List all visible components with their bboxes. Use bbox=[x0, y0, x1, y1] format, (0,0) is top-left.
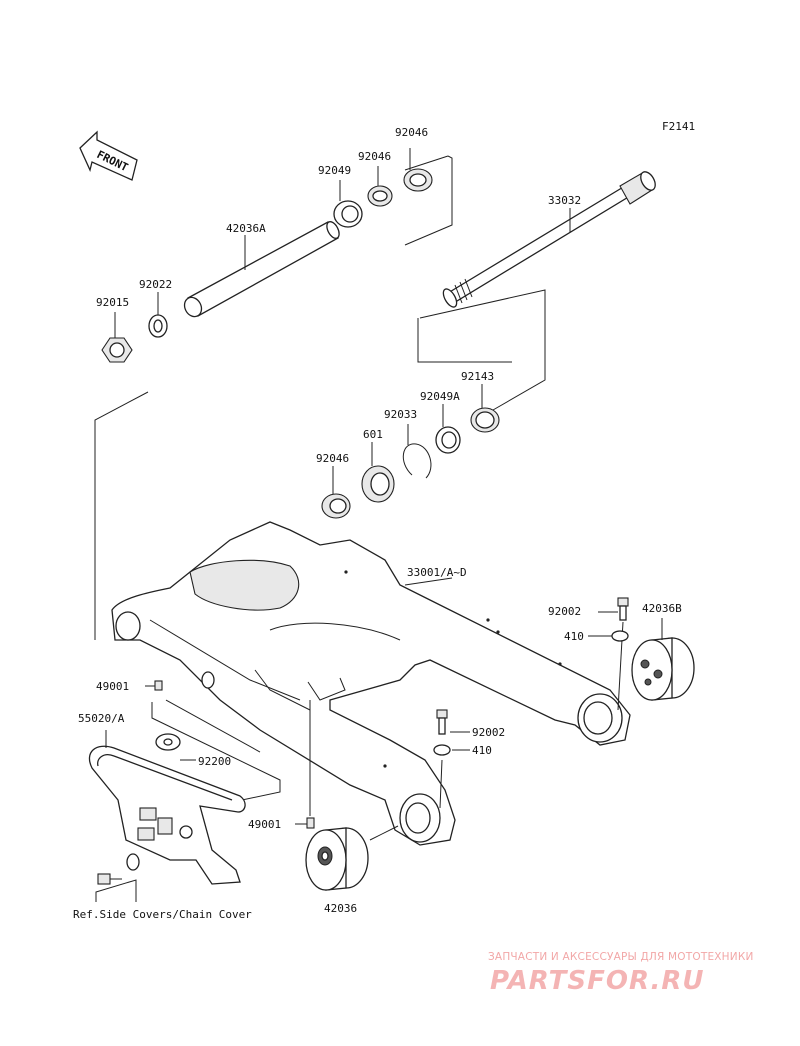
oil-seal-92049A bbox=[435, 404, 461, 454]
lower-shaft-bracket bbox=[417, 289, 546, 411]
pivot-shaft-33032 bbox=[442, 171, 656, 308]
label-92002-center: 92002 bbox=[472, 726, 505, 739]
ref-bracket-line bbox=[95, 879, 137, 902]
label-92015: 92015 bbox=[96, 296, 129, 309]
circlip-92033 bbox=[402, 424, 432, 479]
label-33032: 33032 bbox=[548, 194, 581, 207]
label-92022: 92022 bbox=[139, 278, 172, 291]
label-42036B: 42036B bbox=[642, 602, 682, 615]
label-92033: 92033 bbox=[384, 408, 417, 421]
label-42036A: 42036A bbox=[226, 222, 266, 235]
watermark-logo: PARTSFOR.RU bbox=[490, 966, 705, 996]
washer-92022 bbox=[148, 292, 168, 338]
needle-bearing-lower bbox=[321, 466, 351, 519]
swing-arm-33001 bbox=[111, 521, 631, 846]
chain-guard-55020 bbox=[88, 730, 246, 885]
ref-washer-icon bbox=[126, 853, 140, 871]
pivot-nut-92015 bbox=[101, 312, 133, 363]
grease-nipple-49001-lower bbox=[295, 700, 315, 829]
label-55020: 55020/A bbox=[78, 712, 125, 725]
shaft-thread-icon bbox=[442, 278, 473, 308]
label-92046-top: 92046 bbox=[395, 126, 428, 139]
label-92002-right: 92002 bbox=[548, 605, 581, 618]
washer-410-right bbox=[588, 630, 629, 642]
label-410-right: 410 bbox=[564, 630, 584, 643]
pivot-boss-icon bbox=[115, 611, 141, 641]
label-92143: 92143 bbox=[461, 370, 494, 383]
bolt-92002-center bbox=[436, 709, 470, 809]
collar-tube-42036A bbox=[183, 221, 340, 318]
figure-code: F2141 bbox=[662, 120, 695, 133]
label-410-center: 410 bbox=[472, 744, 492, 757]
washer-410-center bbox=[433, 744, 470, 756]
watermark-caption: ЗАПЧАСТИ И АКСЕССУАРЫ ДЛЯ МОТОТЕХНИКИ bbox=[488, 951, 754, 963]
chain-guard-bracket bbox=[151, 699, 281, 801]
upper-bushing-bracket bbox=[404, 155, 453, 246]
chain-adjuster-42036B bbox=[631, 618, 695, 701]
label-92049A: 92049A bbox=[420, 390, 460, 403]
ball-bearing-601 bbox=[361, 442, 395, 503]
label-92049: 92049 bbox=[318, 164, 351, 177]
label-601: 601 bbox=[363, 428, 383, 441]
pivot-axis-line bbox=[94, 391, 149, 640]
label-92046-low: 92046 bbox=[316, 452, 349, 465]
bolt-92002-right bbox=[598, 597, 629, 711]
collar-92143 bbox=[470, 384, 500, 433]
label-33001: 33001/A~D bbox=[407, 566, 467, 579]
oil-seal-92049 bbox=[333, 180, 363, 228]
ref-bolt-icon bbox=[97, 873, 122, 885]
chain-adjuster-42036 bbox=[305, 825, 399, 891]
needle-bearing-upper-left bbox=[367, 166, 393, 207]
label-92200: 92200 bbox=[198, 755, 231, 768]
front-arrow-icon: FRONT bbox=[79, 130, 138, 181]
label-49001-lower: 49001 bbox=[248, 818, 281, 831]
reference-note: Ref.Side Covers/Chain Cover bbox=[73, 908, 252, 921]
grease-nipple-49001-upper bbox=[145, 671, 215, 691]
label-42036: 42036 bbox=[324, 902, 357, 915]
label-49001-upper: 49001 bbox=[96, 680, 129, 693]
washer-92200 bbox=[155, 733, 196, 761]
needle-bearing-upper-right bbox=[403, 148, 433, 192]
label-92046-mid: 92046 bbox=[358, 150, 391, 163]
